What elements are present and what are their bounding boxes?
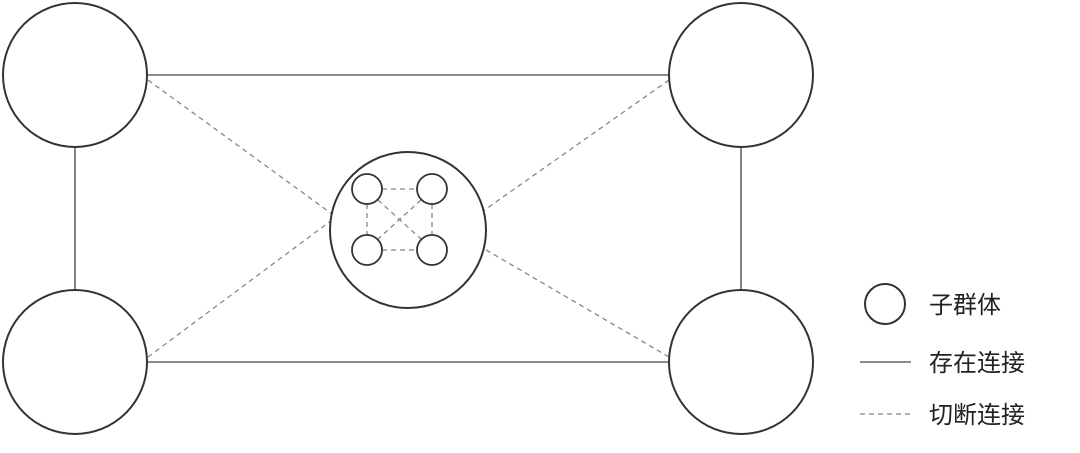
subgroup-bottom-right [668,289,814,435]
inner-dashed-connections [366,188,433,251]
legend-connected-label: 存在连接 [929,349,1025,377]
edge-dashed-top-right [475,79,670,217]
edge-dashed-top-left [147,79,333,215]
subgroup-top-right [668,2,814,148]
inner-node-top-left [351,173,383,205]
edge-dashed-bottom-right [475,243,670,358]
dashed-connections [147,79,670,358]
legend-item-cut: 切断连接 [860,401,1025,429]
inner-node-bottom-left [351,234,383,266]
legend: 子群体 存在连接 切断连接 [860,283,1025,429]
solid-connections [74,74,742,363]
central-subgroup [329,151,487,309]
subgroup-center [329,151,487,309]
legend-item-subgroup: 子群体 [864,283,1001,325]
subgroup-bottom-left [2,289,148,435]
inner-node-bottom-right [416,234,448,266]
legend-subgroup-label: 子群体 [929,291,1001,319]
legend-item-connected: 存在连接 [860,349,1025,377]
inner-node-top-right [416,173,448,205]
legend-cut-label: 切断连接 [929,401,1025,429]
inner-edge-diag-2 [377,199,422,240]
subgroup-top-left [2,2,148,148]
corner-subgroups [2,2,814,435]
legend-subgroup-circle-icon [864,283,906,325]
edge-dashed-bottom-left [147,219,333,358]
